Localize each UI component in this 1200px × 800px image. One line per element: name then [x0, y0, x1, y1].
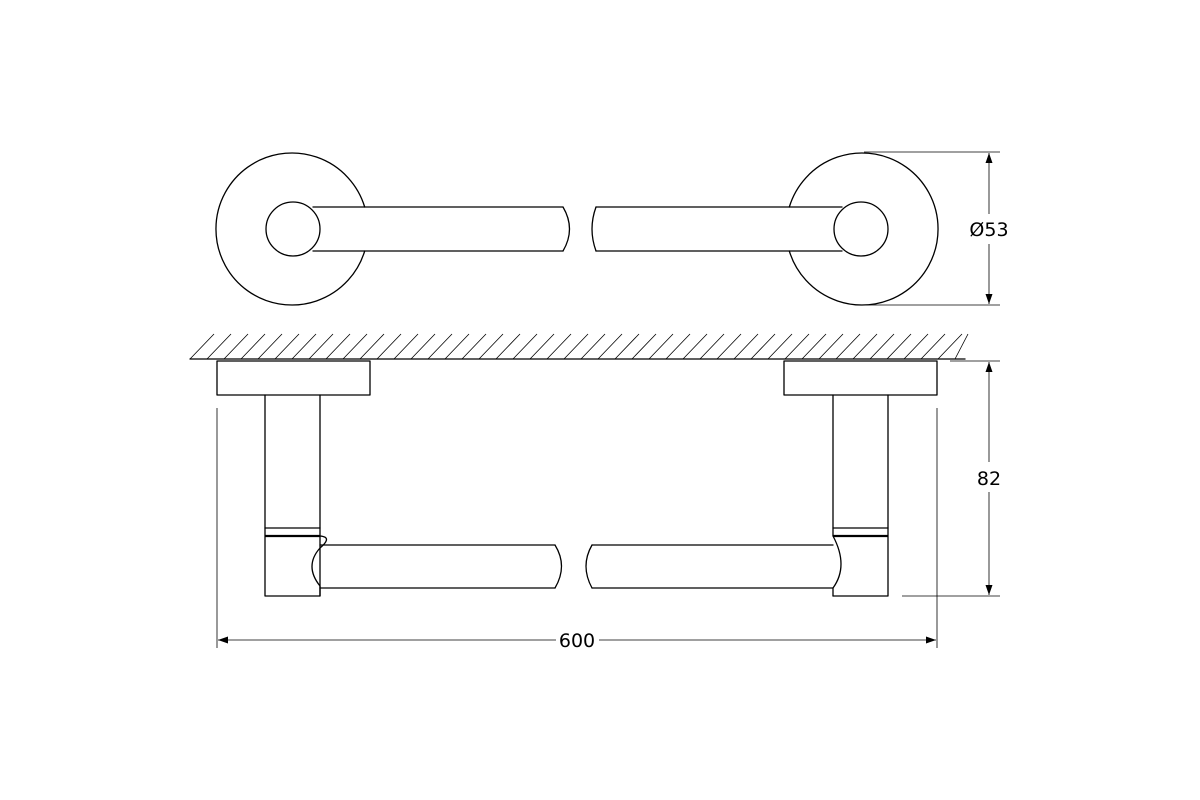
right-bar-end-side: [832, 535, 842, 597]
hatch-stroke: [223, 333, 249, 360]
hatch-stroke: [274, 333, 300, 360]
right-mounting-flange-side: [783, 360, 938, 396]
hatch-stroke: [648, 333, 674, 360]
top-view: Ø53: [215, 151, 1009, 306]
hatch-stroke: [886, 333, 912, 360]
hatch-stroke: [699, 333, 725, 360]
hatch-stroke: [495, 333, 521, 360]
side-view: 82 600: [216, 360, 1001, 652]
hatch-stroke: [920, 333, 946, 360]
diameter-label: Ø53: [969, 219, 1008, 241]
right-bar-segment-side: [591, 544, 834, 589]
hatch-stroke: [393, 333, 419, 360]
left-bar-segment-top: [312, 206, 564, 252]
right-flange-top: [788, 152, 939, 306]
hatch-stroke: [801, 333, 827, 360]
hatch-stroke: [563, 333, 589, 360]
hatch-stroke: [682, 333, 708, 360]
hatch-stroke: [852, 333, 878, 360]
left-mounting-flange-side: [216, 360, 371, 396]
hatch-stroke: [529, 333, 555, 360]
hatch-stroke: [954, 333, 969, 360]
hatch-stroke: [767, 333, 793, 360]
hatch-stroke: [376, 333, 402, 360]
left-post-top: [265, 201, 321, 257]
hatch-stroke: [461, 333, 487, 360]
left-bar-end-side: [311, 535, 328, 597]
hatch-stroke: [546, 333, 572, 360]
right-break-mark-side: [585, 544, 593, 589]
hatch-stroke: [580, 333, 606, 360]
hatch-stroke: [478, 333, 504, 360]
hatch-stroke: [818, 333, 844, 360]
hatch-stroke: [750, 333, 776, 360]
left-post-side: [264, 394, 321, 597]
hatch-stroke: [291, 333, 317, 360]
wall-surface: [189, 333, 969, 360]
hatch-stroke: [189, 333, 215, 360]
hatch-stroke: [869, 333, 895, 360]
right-post-side: [832, 394, 889, 597]
hatch-stroke: [359, 333, 385, 360]
right-bar-segment-top: [595, 206, 843, 252]
depth-label: 82: [977, 468, 1001, 490]
hatch-stroke: [733, 333, 759, 360]
hatch-stroke: [325, 333, 351, 360]
hatch-stroke: [665, 333, 691, 360]
right-post-top: [833, 201, 889, 257]
hatch-stroke: [308, 333, 334, 360]
right-break-mark-top: [591, 206, 597, 252]
hatch-stroke: [631, 333, 657, 360]
hatch-stroke: [257, 333, 283, 360]
hatch-stroke: [835, 333, 861, 360]
hatch-stroke: [512, 333, 538, 360]
left-break-mark-top: [562, 206, 571, 252]
hatch-stroke: [903, 333, 929, 360]
wall-hatching: [189, 333, 969, 360]
left-bar-segment-side: [319, 544, 556, 589]
hatch-stroke: [937, 333, 963, 360]
hatch-stroke: [410, 333, 436, 360]
hatch-stroke: [614, 333, 640, 360]
hatch-stroke: [444, 333, 470, 360]
left-flange-top: [215, 152, 366, 306]
hatch-stroke: [784, 333, 810, 360]
hatch-stroke: [240, 333, 266, 360]
hatch-stroke: [716, 333, 742, 360]
hatch-stroke: [597, 333, 623, 360]
hatch-stroke: [206, 333, 232, 360]
left-break-mark-side: [554, 544, 563, 589]
length-label: 600: [559, 630, 595, 652]
hatch-stroke: [427, 333, 453, 360]
hatch-stroke: [342, 333, 368, 360]
